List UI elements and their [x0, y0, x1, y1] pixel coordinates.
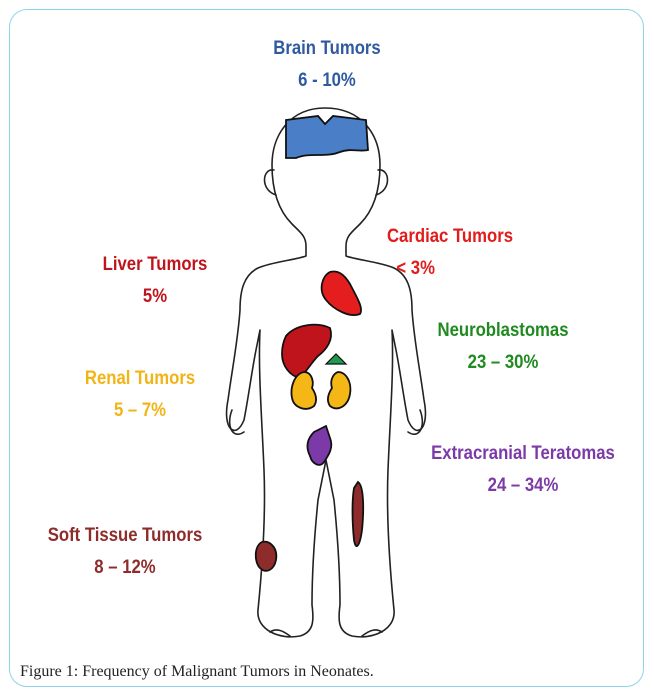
neuroblastoma-mark	[326, 354, 346, 364]
neuro-title: Neuroblastomas	[419, 319, 586, 343]
cardiac-title: Cardiac Tumors	[362, 225, 538, 249]
liver-tumor-mark	[282, 325, 331, 378]
soft-title: Soft Tissue Tumors	[31, 524, 219, 548]
brain-tumor-mark	[286, 116, 368, 158]
brain-value: 6 - 10%	[235, 69, 420, 93]
label-neuroblastomas: Neuroblastomas 23 – 30%	[419, 319, 586, 375]
renal-value: 5 – 7%	[56, 399, 223, 423]
renal-tumor-right-mark	[328, 372, 351, 408]
cardiac-value: < 3%	[293, 257, 538, 281]
label-extracranial-teratomas: Extracranial Teratomas 24 – 34%	[415, 442, 631, 498]
liver-value: 5%	[71, 285, 238, 309]
renal-title: Renal Tumors	[56, 367, 223, 391]
label-soft-tissue-tumors: Soft Tissue Tumors 8 – 12%	[31, 524, 219, 580]
liver-title: Liver Tumors	[71, 253, 238, 277]
figure-caption: Figure 1: Frequency of Malignant Tumors …	[20, 663, 374, 681]
soft-tissue-leg-mark	[353, 482, 364, 546]
soft-value: 8 – 12%	[31, 556, 219, 580]
label-brain-tumors: Brain Tumors 6 - 10%	[235, 37, 420, 93]
label-renal-tumors: Renal Tumors 5 – 7%	[56, 367, 223, 423]
renal-tumor-left-mark	[292, 372, 317, 409]
soft-tissue-hand-mark	[256, 542, 277, 571]
teratoma-mark	[307, 426, 331, 465]
label-cardiac-tumors: Cardiac Tumors < 3%	[362, 225, 538, 281]
neuro-value: 23 – 30%	[419, 351, 586, 375]
terato-value: 24 – 34%	[415, 474, 631, 498]
brain-title: Brain Tumors	[235, 37, 420, 61]
terato-title: Extracranial Teratomas	[415, 442, 631, 466]
label-liver-tumors: Liver Tumors 5%	[71, 253, 238, 309]
